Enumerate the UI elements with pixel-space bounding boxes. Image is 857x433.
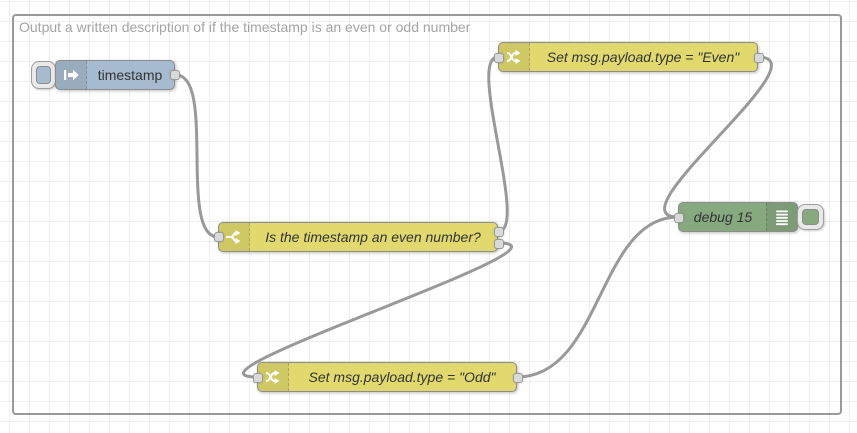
wire-change-even-to-debug[interactable]	[663, 55, 773, 219]
wire-change-odd-to-debug[interactable]	[515, 215, 680, 379]
debug-toggle-button[interactable]	[797, 204, 824, 230]
node-debug[interactable]: debug 15	[674, 202, 798, 232]
node-inject-timestamp[interactable]: timestamp	[55, 60, 180, 90]
debug-list-icon	[766, 203, 797, 231]
port-out-timestamp[interactable]	[170, 70, 180, 80]
port-out-change-even[interactable]	[754, 53, 764, 63]
node-label: Set msg.payload.type = "Even"	[546, 49, 740, 65]
switch-fork-icon	[219, 223, 250, 251]
group-label: Output a written description of if the t…	[19, 19, 471, 35]
node-switch[interactable]: Is the timestamp an even number?	[214, 222, 504, 252]
port-in-switch[interactable]	[214, 232, 224, 242]
port-out2-switch[interactable]	[494, 239, 504, 249]
port-in-change-odd[interactable]	[253, 373, 263, 383]
flow-group-outline[interactable]: Output a written description of if the t…	[12, 14, 842, 415]
port-in-change-even[interactable]	[494, 53, 504, 63]
wire-switch-to-change-even[interactable]	[487, 55, 509, 233]
wire-timestamp-to-switch[interactable]	[174, 73, 220, 239]
port-in-debug[interactable]	[674, 213, 684, 223]
debug-toggle-pad[interactable]	[802, 209, 819, 225]
node-label: timestamp	[97, 67, 163, 83]
port-out-change-odd[interactable]	[513, 373, 523, 383]
inject-arrow-icon	[56, 61, 87, 89]
port-out1-switch[interactable]	[494, 227, 504, 237]
node-label: debug 15	[693, 209, 753, 225]
node-label: Is the timestamp an even number?	[265, 229, 481, 245]
change-swap-icon	[258, 363, 289, 391]
node-change-odd[interactable]: Set msg.payload.type = "Odd"	[253, 362, 523, 392]
change-swap-icon	[499, 43, 530, 71]
node-change-even[interactable]: Set msg.payload.type = "Even"	[494, 42, 764, 72]
inject-button-pad[interactable]	[36, 66, 51, 84]
wire-switch-to-change-odd[interactable]	[242, 241, 513, 379]
inject-button[interactable]	[31, 61, 56, 89]
node-label: Set msg.payload.type = "Odd"	[308, 369, 496, 385]
